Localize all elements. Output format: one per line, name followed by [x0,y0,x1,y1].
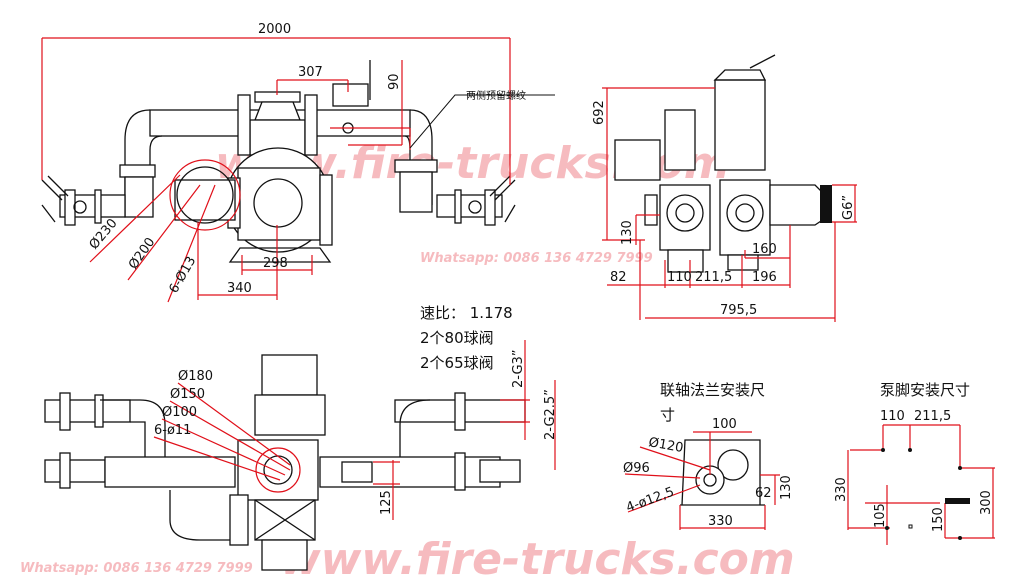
dim-125: 125 [379,490,394,515]
flange-dim-holes: 4-ø12,5 [624,485,676,516]
pump-foot-detail: 泵脚安装尺寸 110 211,5 330 105 150 300 [834,381,995,545]
thread-2-g2-5: 2-G2.5” [543,389,558,440]
dim-795-5: 795,5 [720,303,757,318]
foot-dim-330: 330 [834,477,849,502]
dim-196: 196 [752,270,777,285]
dim-d100: Ø100 [162,405,197,420]
watermark-url-2: www.fire-trucks.com [280,534,795,581]
dim-298: 298 [263,256,288,271]
coupling-flange-detail: 联轴法兰安装尺 寸 100 Ø120 Ø96 4-ø12,5 62 130 33… [623,381,794,530]
thread-2-g3: 2-G3” [511,349,526,388]
flange-title-line2: 寸 [660,406,675,424]
spec-valves-65: 2个65球阀 [420,354,494,372]
dim-692: 692 [592,100,607,125]
flange-dim-330: 330 [708,514,733,529]
spec-ratio: 速比： 1.178 [420,304,513,322]
flange-dim-130: 130 [779,475,794,500]
dim-6-holes-13: 6-Ø13 [166,254,199,296]
dim-2000: 2000 [258,22,291,37]
dim-d200: Ø200 [126,235,158,272]
foot-title: 泵脚安装尺寸 [880,381,970,399]
flange-dim-d96: Ø96 [623,461,650,476]
dim-110: 110 [667,270,692,285]
dim-d230: Ø230 [87,216,121,252]
top-view-pump [41,60,516,263]
spec-notes: 速比： 1.178 2个80球阀 2个65球阀 [420,304,513,372]
dim-307: 307 [298,65,323,80]
dim-340: 340 [227,281,252,296]
foot-dim-110: 110 [880,409,905,424]
dim-160: 160 [752,242,777,257]
flange-dim-62: 62 [755,486,772,501]
dim-211-5: 211,5 [695,270,732,285]
watermark-phone: Whatsapp: 0086 136 4729 7999 [420,251,653,266]
foot-dim-150: 150 [931,507,946,532]
foot-dim-211-5: 211,5 [914,409,951,424]
note-reserved-thread: 两侧预留螺纹 [466,89,526,102]
flange-dim-d120: Ø120 [647,435,684,456]
dim-130: 130 [620,220,635,245]
dim-90: 90 [387,73,402,90]
spec-valves-80: 2个80球阀 [420,329,494,347]
watermark-phone-2: Whatsapp: 0086 136 4729 7999 [20,561,253,576]
bottom-view-dimensions: Ø180 Ø150 Ø100 6-ø11 2-G3” 2-G2.5” 125 [153,340,558,520]
side-view-pump [614,54,832,273]
dim-6-holes-11: 6-ø11 [154,423,191,438]
dim-d180: Ø180 [178,369,213,384]
thread-g6: G6” [841,195,856,220]
dim-82: 82 [610,270,627,285]
flange-dim-100: 100 [712,417,737,432]
foot-dim-300: 300 [979,490,994,515]
dim-d150: Ø150 [170,387,205,402]
foot-dim-105: 105 [873,503,888,528]
side-view-dimensions: 692 130 G6” 160 82 110 211,5 196 795,5 [592,87,857,322]
flange-title-line1: 联轴法兰安装尺 [660,381,765,399]
